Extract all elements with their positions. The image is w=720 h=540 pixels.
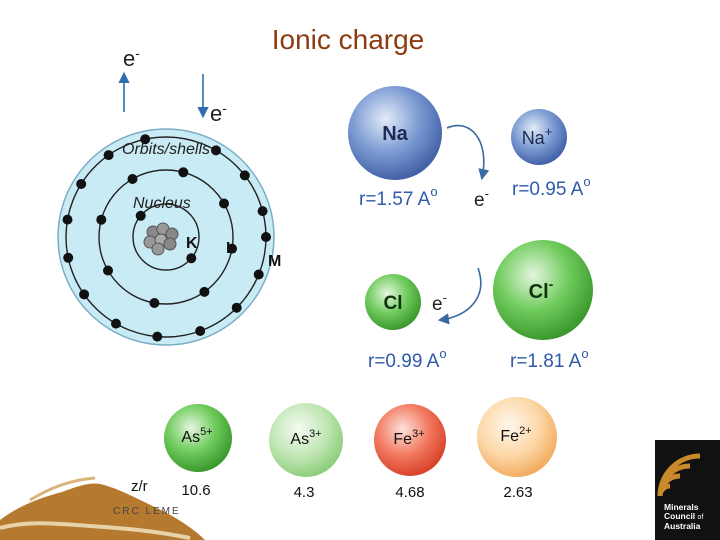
ion-as5	[164, 404, 232, 472]
electron-dot	[199, 286, 210, 297]
electron-dot	[261, 232, 271, 242]
electron-dot	[253, 269, 264, 280]
electron-dot	[111, 318, 121, 329]
crc-leme-logo	[0, 476, 205, 540]
shell-k-label: K	[186, 235, 198, 252]
sodium-transfer-arrow	[446, 124, 490, 181]
electron-dot	[149, 298, 160, 308]
electron-dot	[96, 214, 107, 225]
ion-fe3-label: Fe3+	[393, 428, 424, 448]
chlorine-transfer-arrow	[437, 267, 482, 325]
electron-dot	[239, 170, 250, 181]
chlorine-ion-symbol: Cl-	[529, 276, 554, 303]
electron-dot	[152, 331, 163, 342]
zr-value-as3: 4.3	[294, 484, 315, 501]
electron-dot	[231, 302, 242, 313]
shell-l	[98, 169, 234, 305]
ion-fe3	[374, 404, 446, 476]
chlorine-atom-radius: r=0.99 Ao	[368, 346, 447, 372]
ion-fe2	[477, 397, 557, 477]
electron-dot	[127, 174, 138, 184]
sodium-group: Na Na+ e- r=1.57 Ao r=0.95 Ao	[348, 86, 591, 211]
chlorine-group: Cl Cl- e- r=0.99 Ao r=1.81 Ao	[365, 240, 593, 372]
mca-line-3: Australia	[664, 521, 701, 531]
zr-label: z/r	[131, 478, 148, 495]
electron-dot	[62, 214, 73, 225]
electron-dot	[103, 265, 113, 276]
sodium-ion-symbol: Na+	[522, 124, 553, 148]
chlorine-atom-symbol: Cl	[384, 293, 403, 314]
sodium-ion	[511, 109, 567, 165]
sodium-atom-radius: r=1.57 Ao	[359, 184, 438, 210]
sodium-atom	[348, 86, 442, 180]
ion-series: As5+ As3+ Fe3+ Fe2+ z/r 10.6 4.3 4.68 2.…	[131, 397, 557, 501]
orbits-label: Orbits/shells	[122, 141, 210, 158]
mca-text: Minerals Council of Australia	[664, 503, 720, 531]
electron-dot	[211, 145, 221, 156]
electron-dot	[63, 252, 74, 263]
electron-dot	[79, 289, 90, 300]
ion-as5-label: As5+	[181, 426, 212, 446]
chlorine-ion-radius: r=1.81 Ao	[510, 346, 589, 372]
mca-line-2: Council of	[664, 511, 704, 522]
nucleus-label: Nucleus	[133, 195, 191, 212]
crc-leme-text: CRC LEME	[113, 506, 181, 517]
crc-leme-hill	[0, 483, 205, 540]
sodium-atom-symbol: Na	[382, 123, 408, 145]
sodium-ion-radius: r=0.95 Ao	[512, 174, 591, 200]
page-title: Ionic charge	[271, 24, 425, 55]
electrons	[62, 134, 271, 342]
atom-model: e- e- Orbits/shells Nucleus K L M	[57, 45, 281, 346]
zr-value-fe3: 4.68	[395, 484, 424, 501]
electron-dot	[257, 206, 268, 217]
electron-dot	[178, 167, 189, 178]
shell-l-label: L	[226, 240, 236, 257]
shell-m-label: M	[268, 253, 281, 270]
sodium-electron-label: e-	[474, 186, 489, 211]
nucleus	[143, 222, 179, 256]
ion-as3	[269, 403, 343, 477]
mca-logo	[655, 440, 720, 540]
mca-line-1: Minerals	[664, 502, 699, 512]
electron-dot	[140, 134, 151, 145]
electron-dot	[76, 179, 87, 189]
electron-dot	[186, 253, 197, 264]
chlorine-ion	[493, 240, 593, 340]
zr-value-fe2: 2.63	[503, 484, 532, 501]
electron-dot	[195, 326, 206, 336]
electron-dot	[227, 243, 237, 254]
electron-dot	[103, 150, 114, 161]
electron-dot	[135, 210, 146, 221]
electron-out-label: e-	[123, 45, 140, 71]
electron-in-label: e-	[210, 100, 227, 126]
ion-as3-label: As3+	[290, 428, 321, 448]
electron-dot	[219, 198, 229, 209]
chlorine-atom	[365, 274, 421, 330]
chlorine-electron-label: e-	[432, 290, 447, 315]
shell-k	[132, 203, 200, 271]
ion-fe2-label: Fe2+	[500, 425, 531, 445]
zr-value-as5: 10.6	[181, 482, 210, 499]
